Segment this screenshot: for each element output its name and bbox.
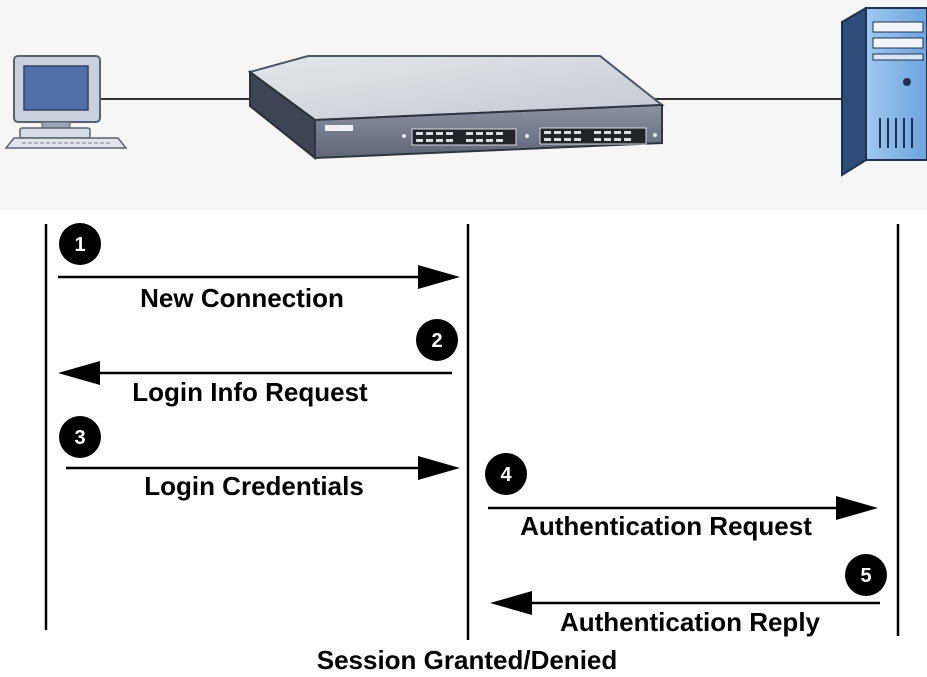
step-4-badge: 4	[485, 453, 527, 495]
client-computer-icon	[4, 55, 128, 149]
new-connection-label: New Connection	[140, 283, 344, 313]
authentication-request-label: Authentication Request	[520, 511, 812, 541]
authentication-request-arrowhead	[836, 496, 878, 520]
login-credentials-arrowhead	[418, 456, 460, 480]
session-result-label: Session Granted/Denied	[317, 645, 618, 675]
step-1-badge: 1	[59, 223, 101, 265]
step-3-number: 3	[74, 427, 85, 449]
login-info-request-arrowhead	[58, 361, 100, 385]
step-2-badge: 2	[416, 319, 458, 361]
authentication-reply-label: Authentication Reply	[560, 607, 821, 637]
step-4-number: 4	[500, 464, 512, 486]
login-credentials-label: Login Credentials	[144, 471, 364, 501]
login-info-request-label: Login Info Request	[132, 377, 368, 407]
new-connection-arrowhead	[418, 265, 460, 289]
step-1-number: 1	[74, 234, 85, 256]
step-3-badge: 3	[59, 416, 101, 458]
authentication-reply-arrowhead	[490, 591, 532, 615]
server-icon	[841, 7, 927, 177]
step-2-number: 2	[431, 330, 442, 352]
switch-icon	[247, 55, 665, 161]
step-5-number: 5	[860, 565, 871, 587]
step-5-badge: 5	[845, 554, 887, 596]
